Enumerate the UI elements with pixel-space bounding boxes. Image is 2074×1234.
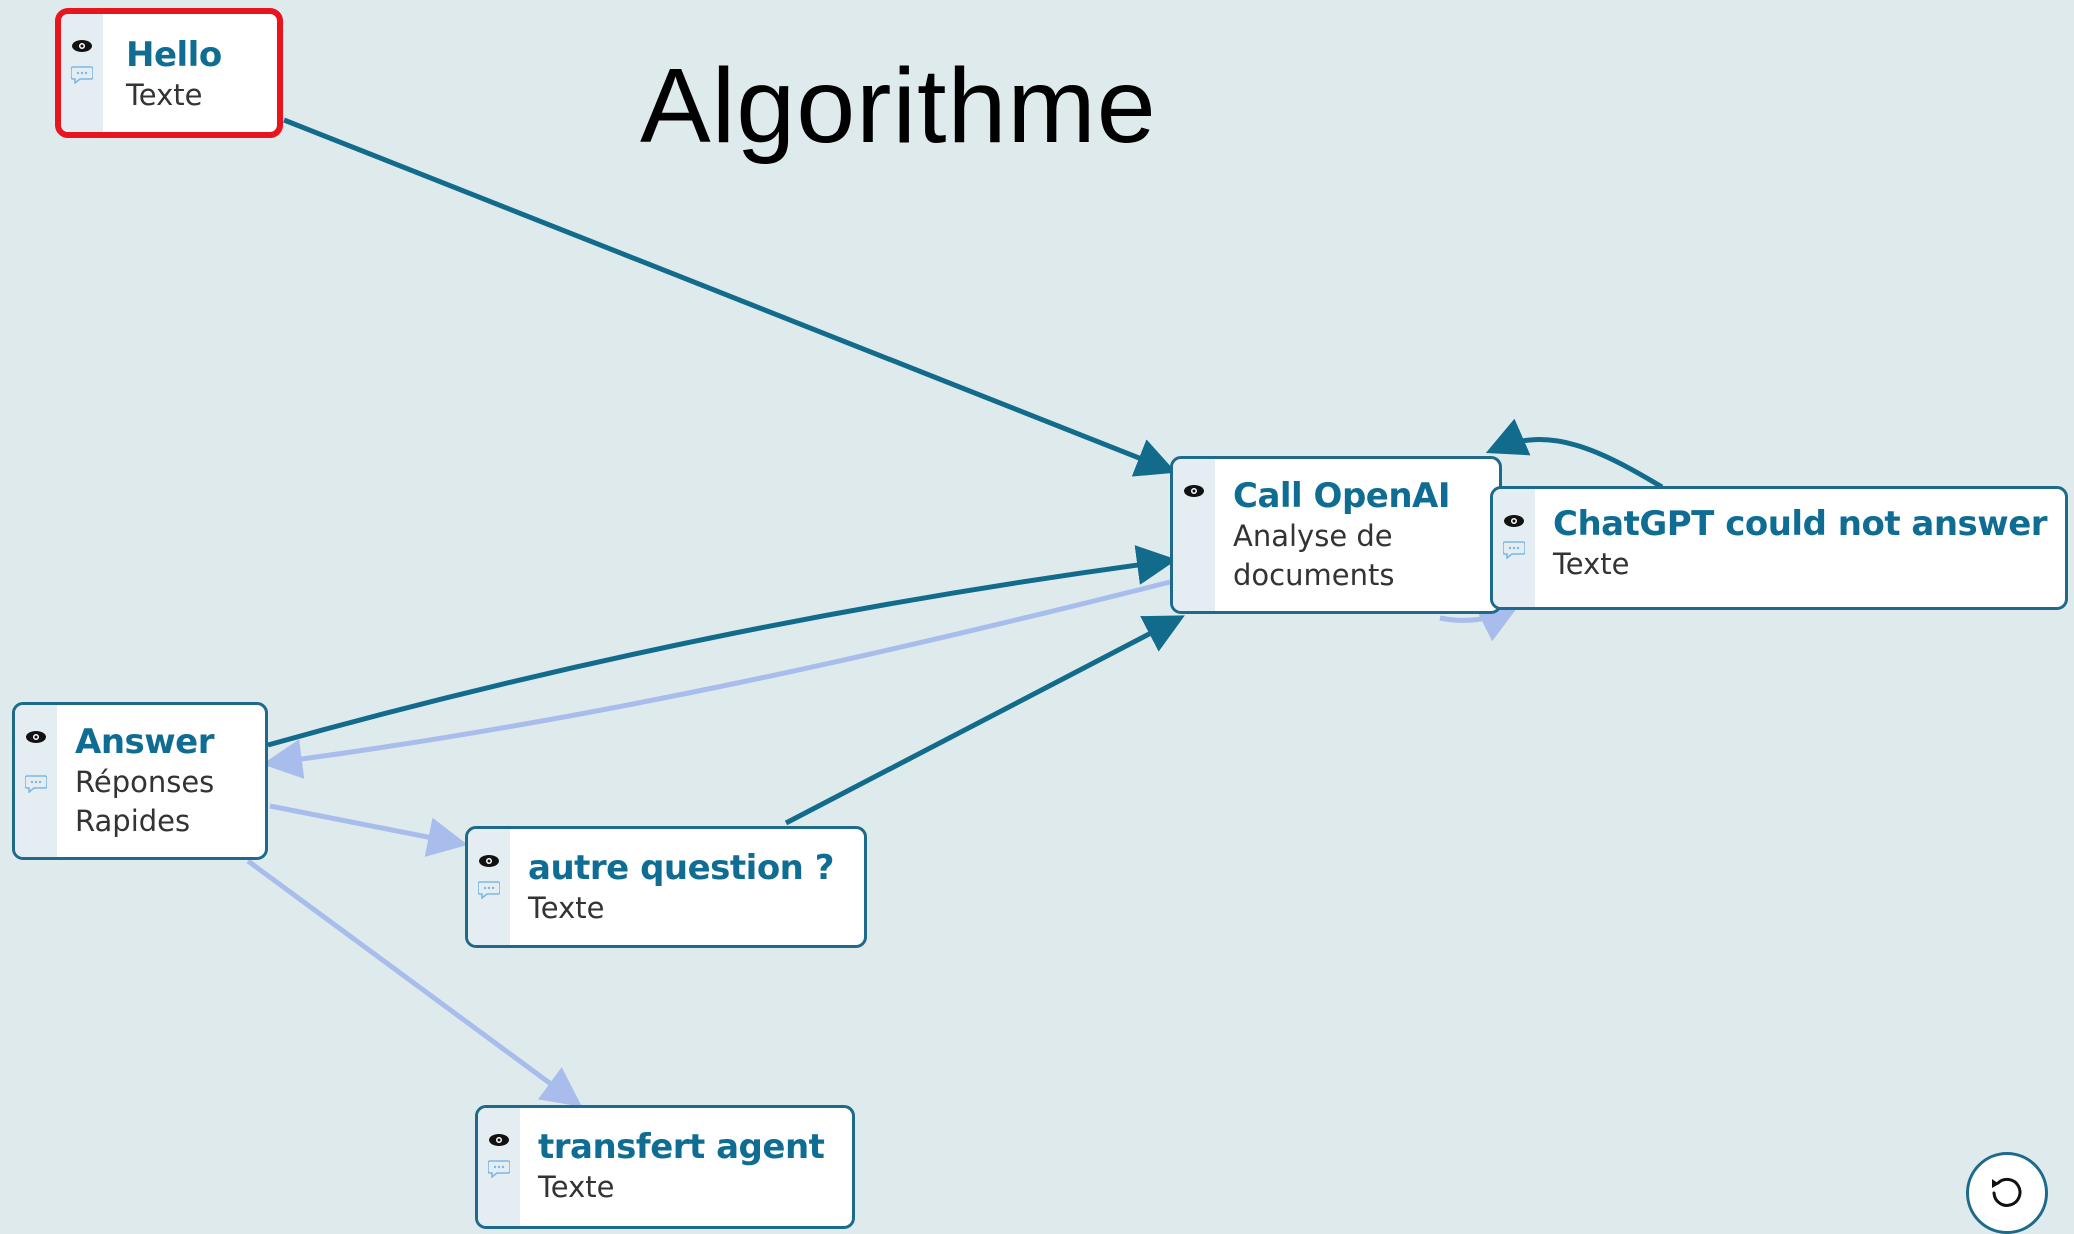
eye-icon[interactable] [1183,483,1205,499]
node-type: Texte [538,1170,615,1204]
node-title: Call OpenAI [1233,476,1451,516]
chat-bubble-icon[interactable] [488,1158,510,1178]
edge-answer-to-transfert-agent[interactable] [246,858,583,1107]
node-hello[interactable]: Hello Texte [55,8,283,138]
edge-call-openai-to-answer[interactable] [262,579,1171,779]
node-title: ChatGPT could not answer [1553,504,2048,544]
node-rail [15,705,57,857]
node-type: Texte [528,891,605,925]
node-rail [61,14,103,132]
node-type: Texte [126,78,203,112]
chat-bubble-icon[interactable] [71,64,93,84]
eye-icon[interactable] [1503,513,1525,529]
eye-icon[interactable] [25,729,47,745]
node-title: Hello [126,35,222,75]
edge-answer-to-call-openai[interactable] [267,545,1177,748]
node-answer[interactable]: Answer Réponses Rapides [12,702,268,860]
chat-bubble-icon[interactable] [1503,539,1525,559]
node-rail [468,829,510,945]
node-rail [1173,459,1215,611]
node-call-openai[interactable]: Call OpenAI Analyse de documents [1170,456,1502,614]
chat-bubble-icon[interactable] [25,773,47,793]
node-chatgpt-could-not-answer[interactable]: ChatGPT could not answer Texte [1490,486,2068,610]
eye-icon[interactable] [71,38,93,54]
chat-bubble-icon[interactable] [478,879,500,899]
reset-icon [1992,1177,2022,1207]
edge-chatgpt-fail-to-call-openai[interactable] [1485,418,1664,490]
edge-autre-question-to-call-openai[interactable] [784,615,1185,826]
node-rail [1493,489,1535,607]
edge-answer-to-autre-question[interactable] [269,803,468,857]
edge-hello-to-call-openai[interactable] [283,117,1177,477]
node-title: Answer [75,722,215,762]
page-title: Algorithme [640,47,1157,165]
edge-call-openai-to-chatgpt-fail[interactable] [1439,605,1519,642]
node-title: autre question ? [528,848,834,888]
node-transfert-agent[interactable]: transfert agent Texte [475,1105,855,1229]
node-type: Texte [1553,547,1630,581]
eye-icon[interactable] [488,1132,510,1148]
eye-icon[interactable] [478,853,500,869]
node-type: Analyse de documents [1233,519,1395,592]
node-type: Réponses Rapides [75,765,215,838]
node-title: transfert agent [538,1127,825,1167]
node-autre-question[interactable]: autre question ? Texte [465,826,867,948]
reset-button[interactable] [1966,1152,2048,1234]
node-rail [478,1108,520,1226]
